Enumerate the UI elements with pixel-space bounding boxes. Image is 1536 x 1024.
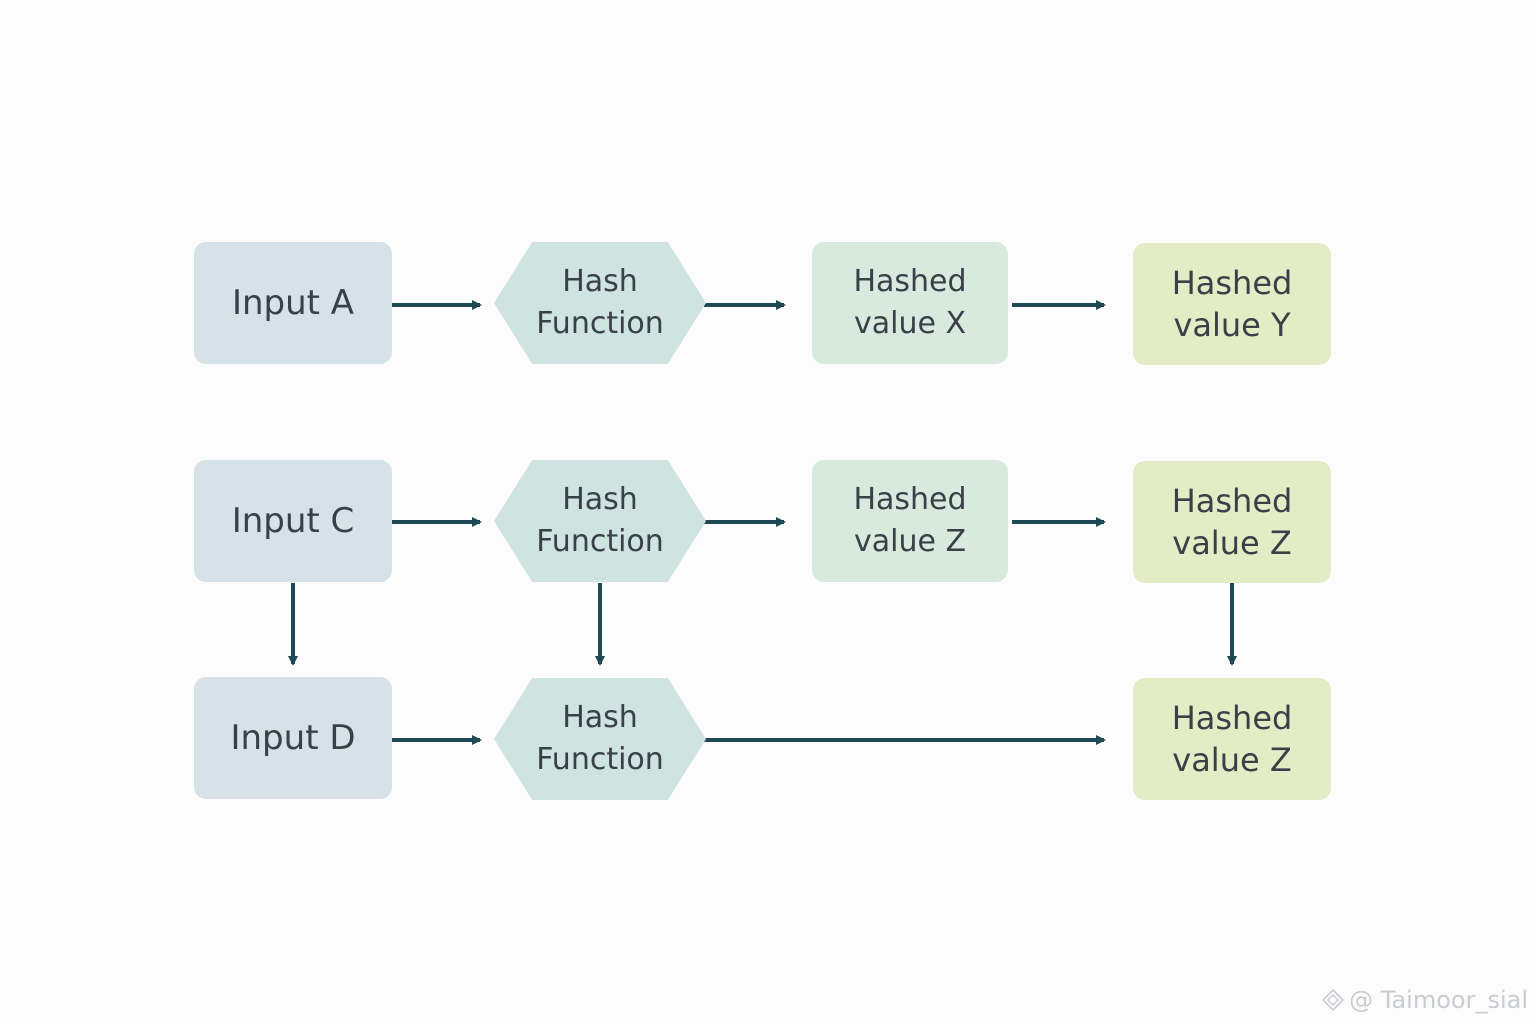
hash-function-label-3: Hash Function (536, 700, 664, 777)
input-a-node: Input A (194, 242, 392, 364)
input-a-label: Input A (231, 283, 355, 323)
hash-function-node-1: Hash Function (494, 242, 706, 364)
hashed-value-z-right-node: Hashed value Z (1133, 461, 1331, 583)
hash-function-label-1: Hash Function (536, 264, 664, 341)
hashed-value-z-mid-node: Hashed value Z (812, 460, 1008, 582)
input-d-node: Input D (194, 677, 392, 799)
hash-function-label-2: Hash Function (536, 482, 664, 559)
hashed-value-x-label: Hashed value X (853, 264, 967, 341)
input-c-node: Input C (194, 460, 392, 582)
hashed-value-z-bottom-label: Hashed value Z (1171, 699, 1293, 779)
hashed-value-y-node: Hashed value Y (1133, 243, 1331, 365)
hashed-value-z-mid-label: Hashed value Z (853, 482, 967, 559)
watermark-text: @ Taimoor_sial (1349, 986, 1528, 1014)
diamond-logo-icon (1322, 988, 1345, 1012)
hashed-value-x-node: Hashed value X (812, 242, 1008, 364)
hashed-value-z-right-label: Hashed value Z (1171, 482, 1293, 562)
hash-function-node-2: Hash Function (494, 460, 706, 582)
input-c-label: Input C (231, 501, 355, 541)
input-d-label: Input D (230, 718, 356, 758)
hashed-value-y-label: Hashed value Y (1171, 264, 1293, 344)
hashed-value-z-bottom-node: Hashed value Z (1133, 678, 1331, 800)
watermark: @ Taimoor_sial (1321, 986, 1528, 1014)
hash-function-node-3: Hash Function (494, 678, 706, 800)
